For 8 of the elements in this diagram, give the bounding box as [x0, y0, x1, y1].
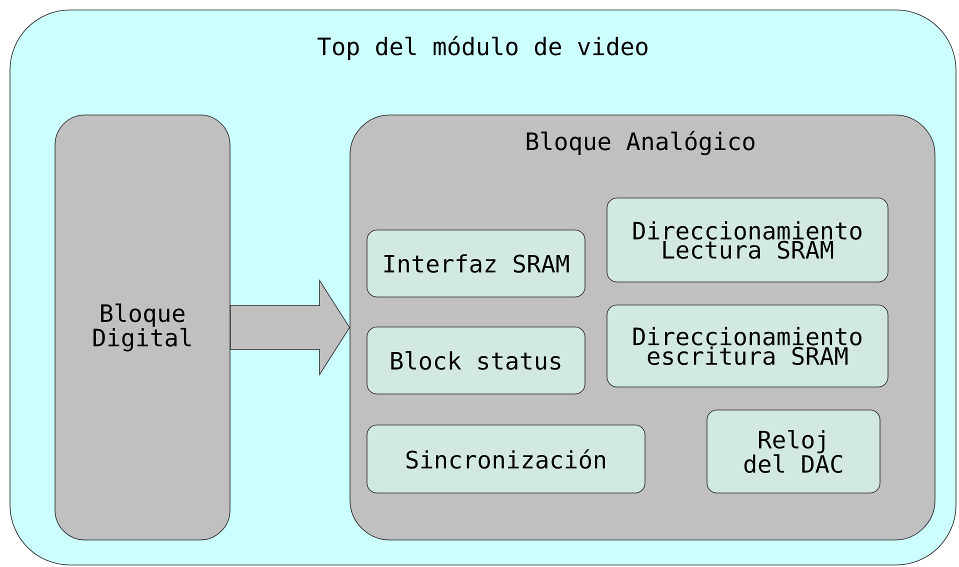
- block-arrow: [230, 279, 350, 376]
- block-box: Bloque Digital: [54, 114, 230, 540]
- process-box: Reloj del DAC: [706, 410, 880, 494]
- process-box: Interfaz SRAM: [366, 230, 586, 298]
- process-box: Direccionamiento Lectura SRAM: [606, 198, 888, 282]
- process-box: Direccionamiento escritura SRAM: [606, 304, 888, 388]
- process-box: Sincronización: [366, 424, 646, 494]
- process-box: Block status: [366, 326, 586, 394]
